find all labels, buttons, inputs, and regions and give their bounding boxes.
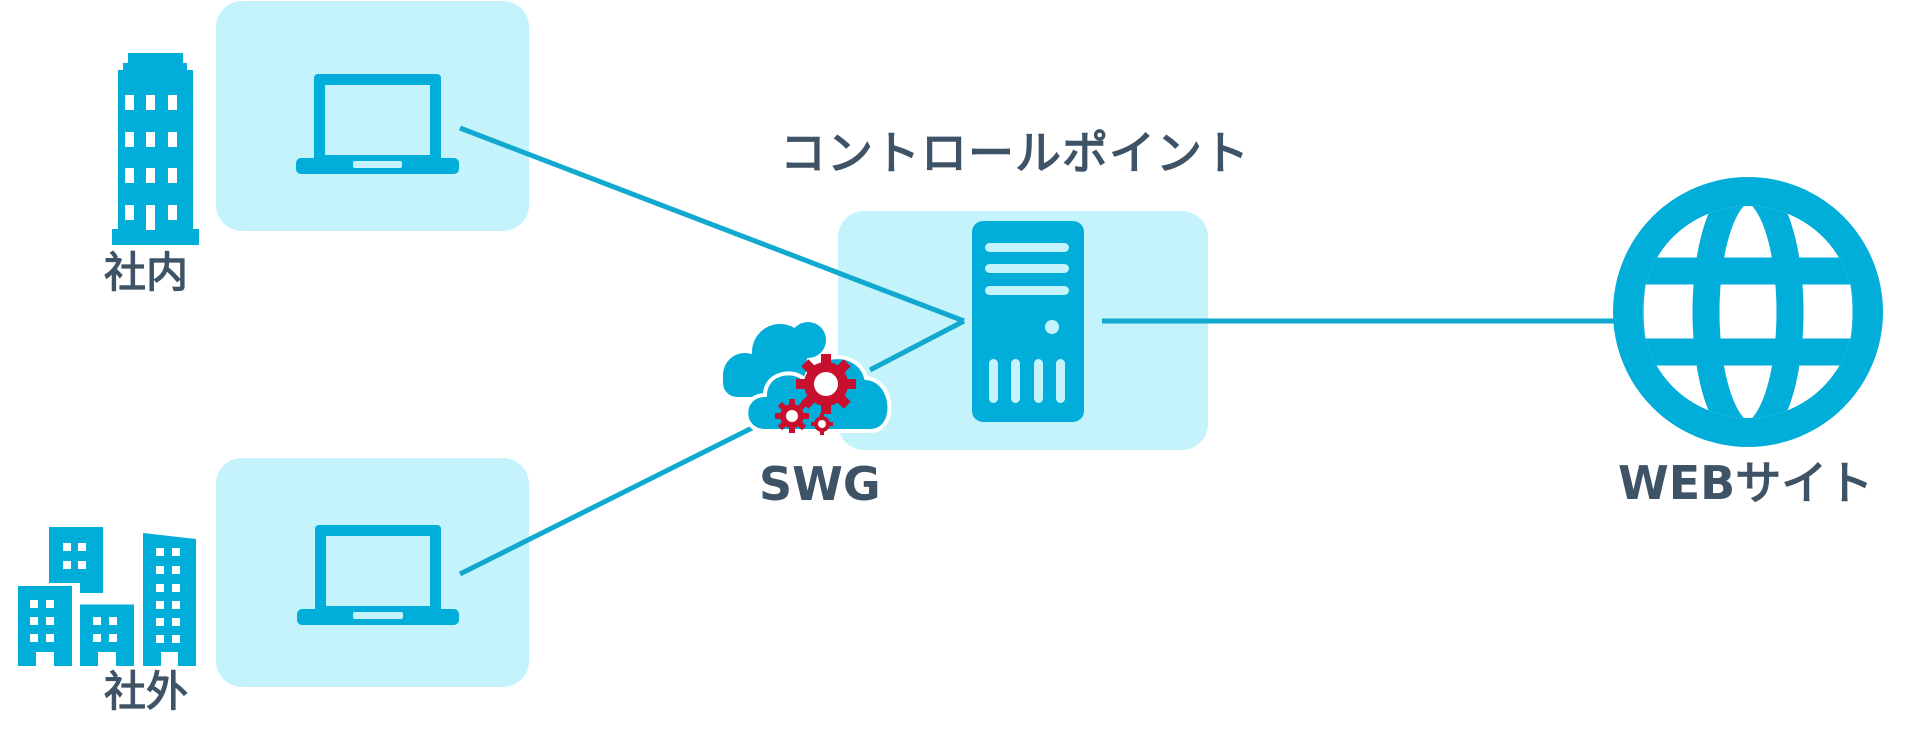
edge-outside-to-swg: [458, 425, 754, 577]
outside-laptop-icon: [297, 525, 459, 625]
cloud-gears-icon: [723, 322, 892, 435]
office-building-icon: [112, 53, 199, 245]
server-tower-icon: [972, 221, 1084, 422]
website-label: WEBサイト: [1618, 456, 1874, 510]
edge-swg-to-control-point: [868, 318, 966, 373]
city-buildings-icon: [18, 527, 196, 666]
office-label: 社内: [104, 248, 189, 297]
office-laptop-icon: [296, 74, 459, 174]
edge-office-to-control-point: [459, 125, 965, 324]
control-point-title: コントロールポイント: [780, 126, 1250, 180]
swg-label: SWG: [759, 457, 881, 511]
outside-label: 社外: [104, 667, 189, 716]
